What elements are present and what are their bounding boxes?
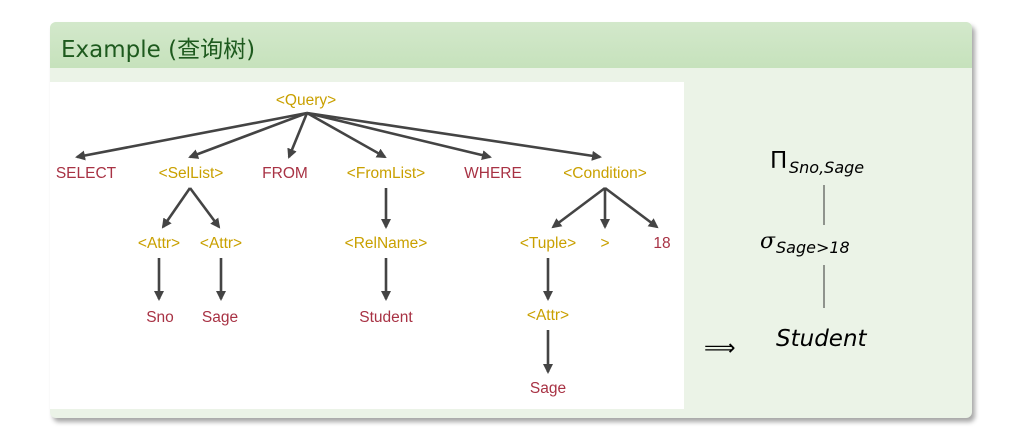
edge-sellist-attr1 (161, 187, 192, 229)
edge-query-where (306, 111, 492, 160)
implies-arrow: ⟹ (704, 336, 736, 361)
node-student: Student (359, 309, 413, 326)
node-sno: Sno (146, 309, 174, 326)
node-attr-sno: <Attr> (138, 235, 180, 252)
parse-tree-panel: <Query> SELECT <SelList> FROM <FromList>… (50, 82, 684, 409)
node-18: 18 (653, 235, 670, 252)
node-relname: <RelName> (345, 235, 428, 252)
edge-query-sellist (188, 111, 308, 159)
block-title: Example (查询树) (61, 37, 256, 63)
node-attr-sage: <Attr> (200, 235, 242, 252)
node-sellist: <SelList> (159, 165, 224, 182)
node-select: SELECT (56, 165, 117, 182)
node-condition: <Condition> (563, 165, 647, 182)
relation-student: Student (776, 326, 868, 352)
node-tuple: <Tuple> (520, 235, 576, 252)
tree-edges (75, 111, 659, 374)
node-fromlist: <FromList> (347, 165, 425, 182)
node-where: WHERE (464, 165, 522, 182)
relational-algebra-panel: Π Sno,Sage σ Sage>18 ⟹ Student (684, 82, 972, 409)
edge-condition-tuple (551, 186, 606, 229)
relational-algebra-tree: Π Sno,Sage σ Sage>18 ⟹ Student (704, 148, 868, 361)
selection-condition: Sage>18 (776, 238, 850, 257)
parse-tree: <Query> SELECT <SelList> FROM <FromList>… (56, 92, 671, 397)
node-query: <Query> (276, 92, 336, 109)
block-title-bar: Example (查询树) (50, 22, 972, 68)
node-from: FROM (262, 165, 308, 182)
edge-query-from (287, 112, 309, 159)
edge-sellist-attr2 (188, 187, 221, 229)
edge-condition-num (604, 186, 659, 229)
node-sage: Sage (202, 309, 238, 326)
edge-query-fromlist (306, 111, 387, 159)
selection-symbol: σ (760, 229, 776, 254)
node-gt: > (600, 235, 609, 252)
edge-query-select (75, 111, 308, 161)
projection-symbol: Π (770, 148, 787, 174)
node-tuple-sage: Sage (530, 380, 566, 397)
projection-attributes: Sno,Sage (789, 158, 864, 177)
edge-query-condition (306, 111, 602, 161)
node-tuple-attr: <Attr> (527, 307, 569, 324)
